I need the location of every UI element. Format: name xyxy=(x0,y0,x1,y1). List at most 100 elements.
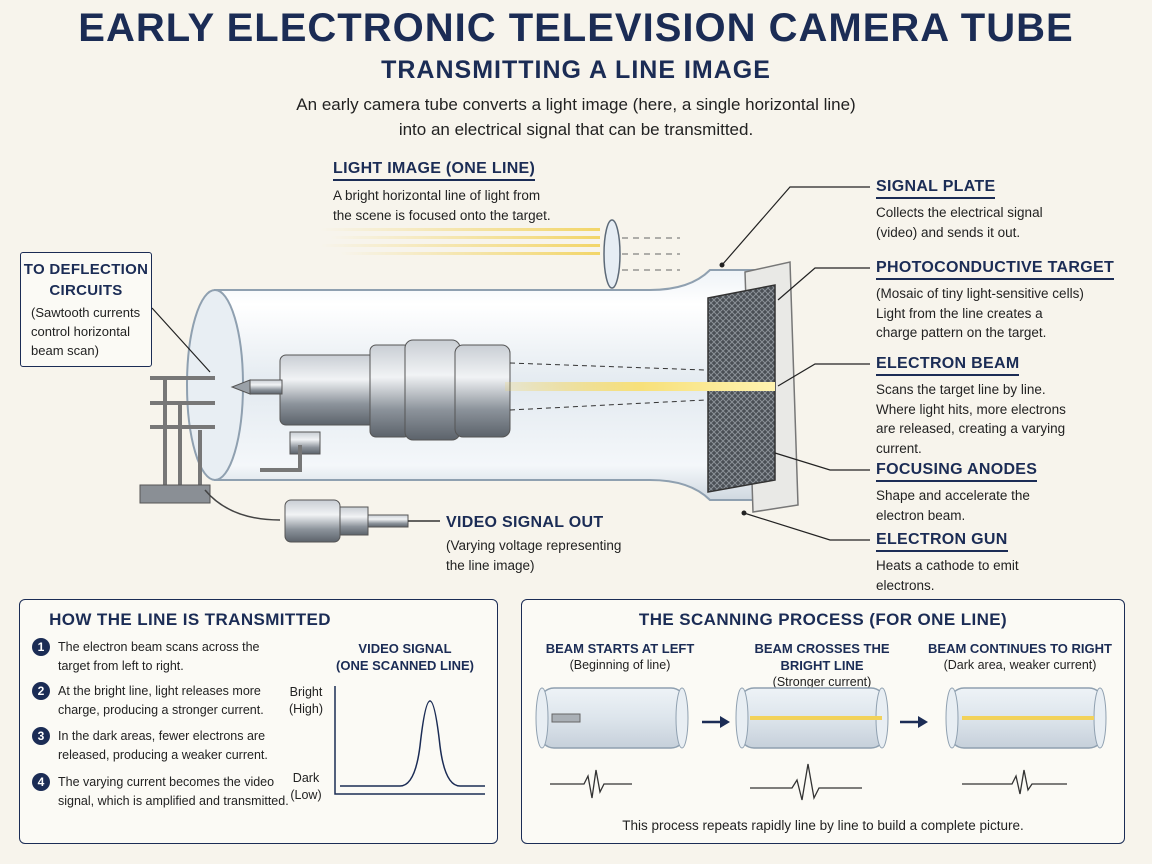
stage-3-b: (Dark area, weaker current) xyxy=(943,658,1097,672)
light-image-body-2: the scene is focused onto the target. xyxy=(333,207,551,223)
lens-icon xyxy=(603,219,621,289)
page-subtitle: TRANSMITTING A LINE IMAGE xyxy=(381,56,771,84)
stage-3-tube xyxy=(945,687,1107,749)
step-2: 2 At the bright line, light releases mor… xyxy=(32,682,292,720)
label-deflection-circuits: TO DEFLECTION CIRCUITS (Sawtooth current… xyxy=(20,252,152,367)
step-3-line-1: In the dark areas, fewer electrons are xyxy=(58,729,266,743)
stage-1-h1: BEAM STARTS AT LEFT xyxy=(545,641,695,656)
bright-2: (High) xyxy=(288,702,324,716)
photo-target-body-2: Light from the line creates a xyxy=(876,305,1043,321)
intro-line-1: An early camera tube converts a light im… xyxy=(296,95,856,114)
deflection-leads xyxy=(150,376,302,490)
video-out-body-2: the line image) xyxy=(446,557,535,573)
step-2-line-1: At the bright line, light releases more xyxy=(58,684,261,698)
graph-dark-label: Dark (Low) xyxy=(282,770,330,804)
stage-1-label: BEAM STARTS AT LEFT (Beginning of line) xyxy=(530,640,710,674)
dark-1: Dark xyxy=(292,771,320,785)
signal-plate-title: SIGNAL PLATE xyxy=(876,178,996,199)
how-panel-title: HOW THE LINE IS TRANSMITTED xyxy=(49,610,331,629)
scan-panel-footer: This process repeats rapidly line by lin… xyxy=(622,818,1024,833)
label-video-signal-out: VIDEO SIGNAL OUT (Varying voltage repres… xyxy=(446,514,666,575)
stage-2-tube xyxy=(735,687,889,749)
video-out-title: VIDEO SIGNAL OUT xyxy=(446,514,604,531)
stage-1-tube xyxy=(535,687,689,749)
light-image-title: LIGHT IMAGE (ONE LINE) xyxy=(333,160,536,181)
electron-gun xyxy=(230,339,511,455)
gun-body-2: electrons. xyxy=(876,577,935,593)
signal-plate-body-1: Collects the electrical signal xyxy=(876,205,1043,220)
video-out-body-1: (Varying voltage representing xyxy=(446,538,622,553)
dark-2: (Low) xyxy=(290,788,322,802)
electron-beam-title: ELECTRON BEAM xyxy=(876,355,1020,376)
deflection-body-2: control horizontal xyxy=(31,324,130,339)
deflection-body-3: beam scan) xyxy=(31,343,99,358)
photo-target-body-1: (Mosaic of tiny light-sensitive cells) xyxy=(876,286,1084,301)
stage-2-waveform xyxy=(750,763,862,801)
gun-body-1: Heats a cathode to emit xyxy=(876,558,1019,573)
bright-1: Bright xyxy=(289,685,323,699)
graph-title-2: (ONE SCANNED LINE) xyxy=(336,658,474,673)
signal-plate-body-2: (video) and sends it out. xyxy=(876,224,1021,240)
step-number: 2 xyxy=(32,682,50,700)
scanning-process-panel: THE SCANNING PROCESS (FOR ONE LINE) BEAM… xyxy=(521,599,1125,844)
tube-end-cap xyxy=(186,289,244,481)
step-1: 1 The electron beam scans across the targ… xyxy=(32,638,292,676)
photo-target-title: PHOTOCONDUCTIVE TARGET xyxy=(876,259,1115,280)
step-number: 3 xyxy=(32,727,50,745)
electron-beam xyxy=(505,382,775,391)
step-1-line-2: target from left to right. xyxy=(58,659,184,673)
stage-1-waveform xyxy=(550,769,632,799)
stage-3-label: BEAM CONTINUES TO RIGHT (Dark area, weak… xyxy=(924,640,1116,674)
signal-curve xyxy=(340,700,485,787)
electron-beam-body-3: are released, creating a varying xyxy=(876,421,1066,436)
electron-beam-body-1: Scans the target line by line. xyxy=(876,382,1046,397)
scan-panel-title: THE SCANNING PROCESS (FOR ONE LINE) xyxy=(638,610,1008,629)
stage-1-b: (Beginning of line) xyxy=(569,658,671,672)
step-3: 3 In the dark areas, fewer electrons are… xyxy=(32,727,292,765)
step-number: 4 xyxy=(32,773,50,791)
stage-3-waveform xyxy=(962,769,1067,795)
graph-bright-label: Bright (High) xyxy=(282,684,330,718)
label-focusing-anodes: FOCUSING ANODES Shape and accelerate the… xyxy=(876,461,1146,525)
lead-base xyxy=(139,484,211,504)
label-signal-plate: SIGNAL PLATE Collects the electrical sig… xyxy=(876,178,1146,242)
gun-title: ELECTRON GUN xyxy=(876,531,1008,552)
arrow-2-head xyxy=(918,716,928,728)
how-transmitted-panel: HOW THE LINE IS TRANSMITTED 1 The electr… xyxy=(19,599,498,844)
label-electron-gun: ELECTRON GUN Heats a cathode to emit ele… xyxy=(876,531,1146,595)
graph-axes xyxy=(334,686,485,795)
electron-beam-body-4: current. xyxy=(876,440,922,456)
label-light-image: LIGHT IMAGE (ONE LINE) A bright horizont… xyxy=(333,160,593,225)
page-title: EARLY ELECTRONIC TELEVISION CAMERA TUBE xyxy=(78,6,1074,50)
step-2-line-2: charge, producing a stronger current. xyxy=(58,703,264,717)
stage-3-h1: BEAM CONTINUES TO RIGHT xyxy=(928,641,1112,656)
graph-title-1: VIDEO SIGNAL xyxy=(358,641,452,656)
deflection-body-1: (Sawtooth currents xyxy=(31,305,141,320)
stage-2-h1: BEAM CROSSES THE xyxy=(754,641,890,656)
step-3-line-2: released, producing a weaker current. xyxy=(58,748,268,762)
focusing-body-2: electron beam. xyxy=(876,507,966,523)
step-4-line-1: The varying current becomes the video xyxy=(58,775,275,789)
photo-target-body-3: charge pattern on the target. xyxy=(876,325,1047,340)
arrow-1-head xyxy=(720,716,730,728)
deflection-title-2: CIRCUITS xyxy=(49,282,123,299)
step-1-line-1: The electron beam scans across the xyxy=(58,640,260,654)
intro-line-2: into an electrical signal that can be tr… xyxy=(398,120,754,139)
step-4-line-2: signal, which is amplified and transmitt… xyxy=(58,794,289,808)
intro-text: An early camera tube converts a light im… xyxy=(226,92,926,142)
label-photoconductive-target: PHOTOCONDUCTIVE TARGET (Mosaic of tiny l… xyxy=(876,259,1146,343)
incoming-light-rays xyxy=(320,228,600,255)
label-electron-beam: ELECTRON BEAM Scans the target line by l… xyxy=(876,355,1146,458)
scan-stages-graphic xyxy=(535,687,1107,801)
focusing-body-1: Shape and accelerate the xyxy=(876,488,1030,503)
stage-2-h2: BRIGHT LINE xyxy=(780,658,864,673)
stage-2-b: (Stronger current) xyxy=(772,675,872,689)
step-4: 4 The varying current becomes the video s… xyxy=(32,773,292,811)
focusing-title: FOCUSING ANODES xyxy=(876,461,1038,482)
deflection-title-1: TO DEFLECTION xyxy=(23,261,149,278)
video-signal-graph xyxy=(334,686,485,795)
light-image-body-1: A bright horizontal line of light from xyxy=(333,188,541,203)
stage-2-label: BEAM CROSSES THE BRIGHT LINE (Stronger c… xyxy=(732,640,912,691)
step-number: 1 xyxy=(32,638,50,656)
electron-beam-body-2: Where light hits, more electrons xyxy=(876,401,1066,417)
